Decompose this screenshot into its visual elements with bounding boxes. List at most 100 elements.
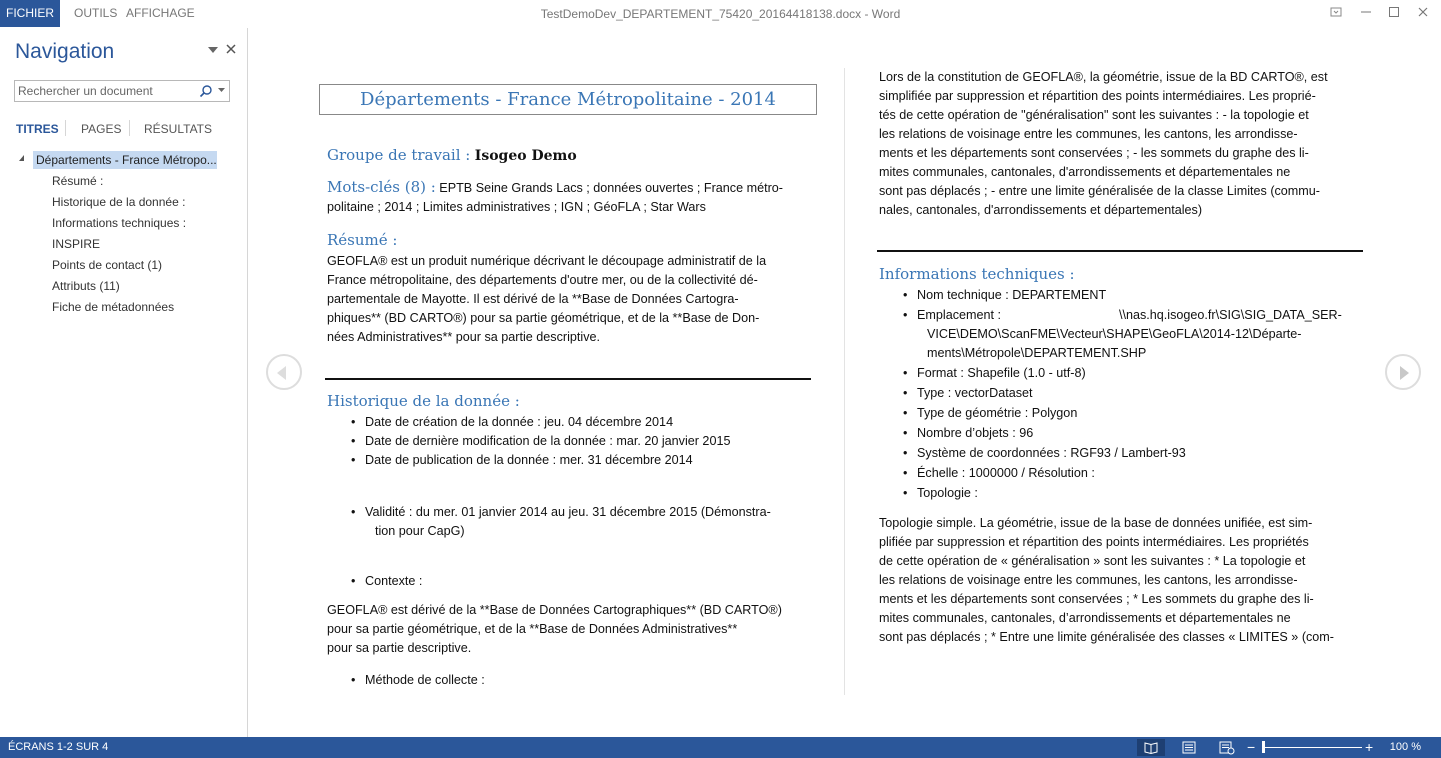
text-line: de cette opération de « généralisation »… (879, 554, 1306, 568)
list-item: Type : vectorDataset (879, 384, 1365, 403)
heading-item[interactable]: INSPIRE (52, 237, 101, 251)
minimize-icon[interactable] (1356, 5, 1376, 23)
intro-paragraph: Lors de la constitution de GEOFLA®, la g… (879, 68, 1365, 220)
maximize-icon[interactable] (1384, 5, 1404, 23)
text-line: les relations de voisinage entre les com… (879, 127, 1298, 141)
heading-item[interactable]: Historique de la donnée : (52, 195, 186, 209)
document-title-heading: Départements - France Métropolitaine - 2… (319, 84, 817, 115)
text-line: Topologie simple. La géométrie, issue de… (879, 516, 1313, 530)
text-line: pour sa partie descriptive. (327, 641, 472, 655)
heading-item[interactable]: Points de contact (1) (52, 258, 163, 272)
summary-paragraph: GEOFLA® est un produit numérique décriva… (327, 252, 811, 347)
text-line: tion pour CapG) (375, 524, 465, 538)
tech-info-list: Nom technique : DEPARTEMENT Emplacement … (879, 286, 1365, 504)
list-item: Validité : du mer. 01 janvier 2014 au je… (327, 503, 811, 541)
method-list: Méthode de collecte : (327, 671, 811, 690)
heading-item[interactable]: Fiche de métadonnées (52, 300, 175, 314)
navigation-pane: Navigation TITRES PAGES RÉSULTATS Départ… (0, 28, 248, 737)
text-line: France métropolitaine, des départements … (327, 273, 758, 287)
pane-options-icon[interactable] (205, 42, 221, 58)
zoom-in-button[interactable]: + (1365, 739, 1374, 755)
text-line: sont pas déplacés ; * Entre une limite g… (879, 630, 1334, 644)
heading-item[interactable]: Résumé : (52, 174, 104, 188)
tab-file[interactable]: FICHIER (0, 0, 60, 27)
group-label: Groupe de travail : (327, 146, 471, 164)
previous-screen-button[interactable] (266, 354, 302, 390)
location-path: VICE\DEMO\ScanFME\Vecteur\SHAPE\GeoFLA\2… (927, 327, 1302, 341)
arrow-right-icon (1400, 366, 1409, 380)
list-item: Méthode de collecte : (327, 671, 811, 690)
status-bar: ÉCRANS 1-2 SUR 4 − + 100 % (0, 737, 1441, 758)
history-list: Date de création de la donnée : jeu. 04 … (327, 413, 811, 470)
heading-item-root[interactable]: Départements - France Métropo... (33, 151, 217, 169)
list-item: Format : Shapefile (1.0 - utf-8) (879, 364, 1365, 383)
text-line: GEOFLA® est dérivé de la **Base de Donné… (327, 603, 782, 617)
tech-info-heading: Informations techniques : (879, 265, 1075, 283)
arrow-left-icon (277, 366, 286, 380)
zoom-out-button[interactable]: − (1247, 739, 1256, 755)
keywords-text: EPTB Seine Grands Lacs ; données ouverte… (439, 181, 783, 195)
horizontal-rule (325, 378, 811, 380)
read-mode-button[interactable] (1137, 739, 1165, 756)
list-item: Échelle : 1000000 / Résolution : (879, 464, 1365, 483)
heading-item[interactable]: Informations techniques : (52, 216, 187, 230)
list-item: Contexte : (327, 572, 811, 591)
text-line: Lors de la constitution de GEOFLA®, la g… (879, 70, 1328, 84)
list-item: Emplacement : \\nas.hq.isogeo.fr\SIG\SIG… (879, 306, 1365, 363)
list-item: Date de dernière modification de la donn… (327, 432, 811, 451)
search-icon[interactable] (199, 84, 213, 98)
keywords-label: Mots-clés (8) : (327, 178, 436, 196)
horizontal-rule (877, 250, 1363, 252)
book-icon (1144, 742, 1158, 755)
search-options-icon[interactable] (218, 83, 228, 99)
text-line: pour sa partie géométrique, et de la **B… (327, 622, 738, 636)
close-pane-icon[interactable] (223, 42, 239, 58)
web-layout-button[interactable] (1212, 739, 1240, 756)
tab-divider (65, 120, 66, 136)
location-path: ments\Métropole\DEPARTEMENT.SHP (927, 346, 1147, 360)
text-line: GEOFLA® est un produit numérique décriva… (327, 254, 767, 268)
zoom-slider-track[interactable] (1262, 747, 1362, 748)
text-line: tés de cette opération de "généralisatio… (879, 108, 1309, 122)
keywords-text: politaine ; 2014 ; Limites administrativ… (327, 200, 706, 214)
heading-item[interactable]: Attributs (11) (52, 279, 120, 293)
history-heading: Historique de la donnée : (327, 392, 520, 410)
keywords-block: Mots-clés (8) : EPTB Seine Grands Lacs ;… (327, 178, 811, 217)
group-value: Isogeo Demo (474, 148, 577, 164)
tab-pages[interactable]: PAGES (81, 122, 122, 136)
next-screen-button[interactable] (1385, 354, 1421, 390)
group-line: Groupe de travail : Isogeo Demo (327, 146, 577, 165)
text-line: ments et les départements sont conservée… (879, 592, 1314, 606)
text-line: plifiée par suppression et répartition d… (879, 535, 1309, 549)
zoom-slider-thumb[interactable] (1262, 741, 1265, 753)
list-item: Type de géométrie : Polygon (879, 404, 1365, 423)
text-line: sont pas déplacés ; - entre une limite g… (879, 184, 1320, 198)
tab-titles[interactable]: TITRES (16, 122, 59, 136)
collapse-arrow-icon[interactable] (19, 155, 24, 161)
search-input[interactable] (18, 83, 190, 99)
close-window-icon[interactable] (1413, 5, 1433, 23)
web-layout-icon (1219, 741, 1235, 755)
screen-counter[interactable]: ÉCRANS 1-2 SUR 4 (8, 741, 109, 753)
topology-paragraph: Topologie simple. La géométrie, issue de… (879, 514, 1365, 647)
location-label: Emplacement : (917, 308, 1001, 322)
tab-results[interactable]: RÉSULTATS (144, 122, 213, 136)
ribbon-display-options-icon[interactable] (1326, 5, 1346, 23)
print-layout-button[interactable] (1175, 739, 1203, 756)
zoom-level[interactable]: 100 % (1389, 741, 1421, 753)
text-line: nales, cantonales, d'arrondissements et … (879, 203, 1203, 217)
tab-view[interactable]: AFFICHAGE (126, 6, 195, 20)
page-icon (1182, 741, 1196, 754)
location-path: \\nas.hq.isogeo.fr\SIG\SIG_DATA_SER- (1119, 308, 1342, 322)
list-item: Date de publication de la donnée : mer. … (327, 451, 811, 470)
location-line: Emplacement : \\nas.hq.isogeo.fr\SIG\SIG… (917, 306, 1365, 325)
context-list: Contexte : (327, 572, 811, 591)
summary-heading: Résumé : (327, 231, 398, 249)
list-item: Système de coordonnées : RGF93 / Lambert… (879, 444, 1365, 463)
validity-list: Validité : du mer. 01 janvier 2014 au je… (327, 503, 811, 541)
text-line: phiques** (BD CARTO®) pour sa partie géo… (327, 311, 760, 325)
tab-tools[interactable]: OUTILS (74, 6, 118, 20)
list-item: Nombre d’objets : 96 (879, 424, 1365, 443)
list-item: Topologie : (879, 484, 1365, 503)
text-line: simplifiée par suppression et répartitio… (879, 89, 1316, 103)
